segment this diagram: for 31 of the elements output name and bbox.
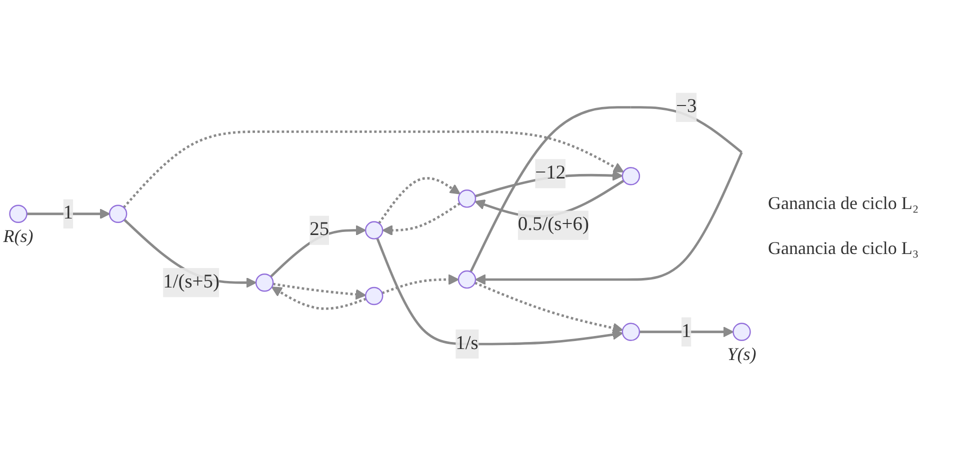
note-text: Ganancia de ciclo L₂ [768, 192, 920, 214]
node-circle [364, 220, 384, 240]
edge-label: 25 [310, 219, 330, 240]
arrow [639, 326, 734, 338]
node-circle [458, 189, 476, 208]
edge-label: −3 [676, 96, 697, 117]
node-label: R(s) [3, 226, 34, 248]
arrow [271, 286, 366, 310]
node-circle [9, 204, 28, 223]
node-circle [364, 286, 384, 305]
edge-label: 1 [63, 202, 74, 224]
arrow [382, 274, 459, 294]
edge-label: 1/(s+5) [163, 271, 220, 292]
node-label: Y(s) [727, 344, 756, 366]
node-circle [108, 204, 128, 223]
node-circle [732, 322, 751, 341]
arrow [474, 282, 624, 334]
edge-label: 1/s [456, 332, 478, 354]
arrow [26, 208, 110, 220]
arrow [382, 202, 461, 236]
arrow [272, 282, 366, 300]
edge-label: 1 [681, 320, 692, 342]
arrow [376, 238, 623, 346]
node-circle [458, 270, 476, 288]
edge-label: 0.5/(s+6) [518, 214, 589, 235]
arrow [378, 176, 460, 224]
edge-label: −12 [535, 162, 566, 184]
node-circle [255, 273, 274, 292]
note-text: Ganancia de ciclo L₃ [768, 238, 920, 258]
node-circle [622, 166, 640, 186]
node-circle [622, 322, 640, 341]
